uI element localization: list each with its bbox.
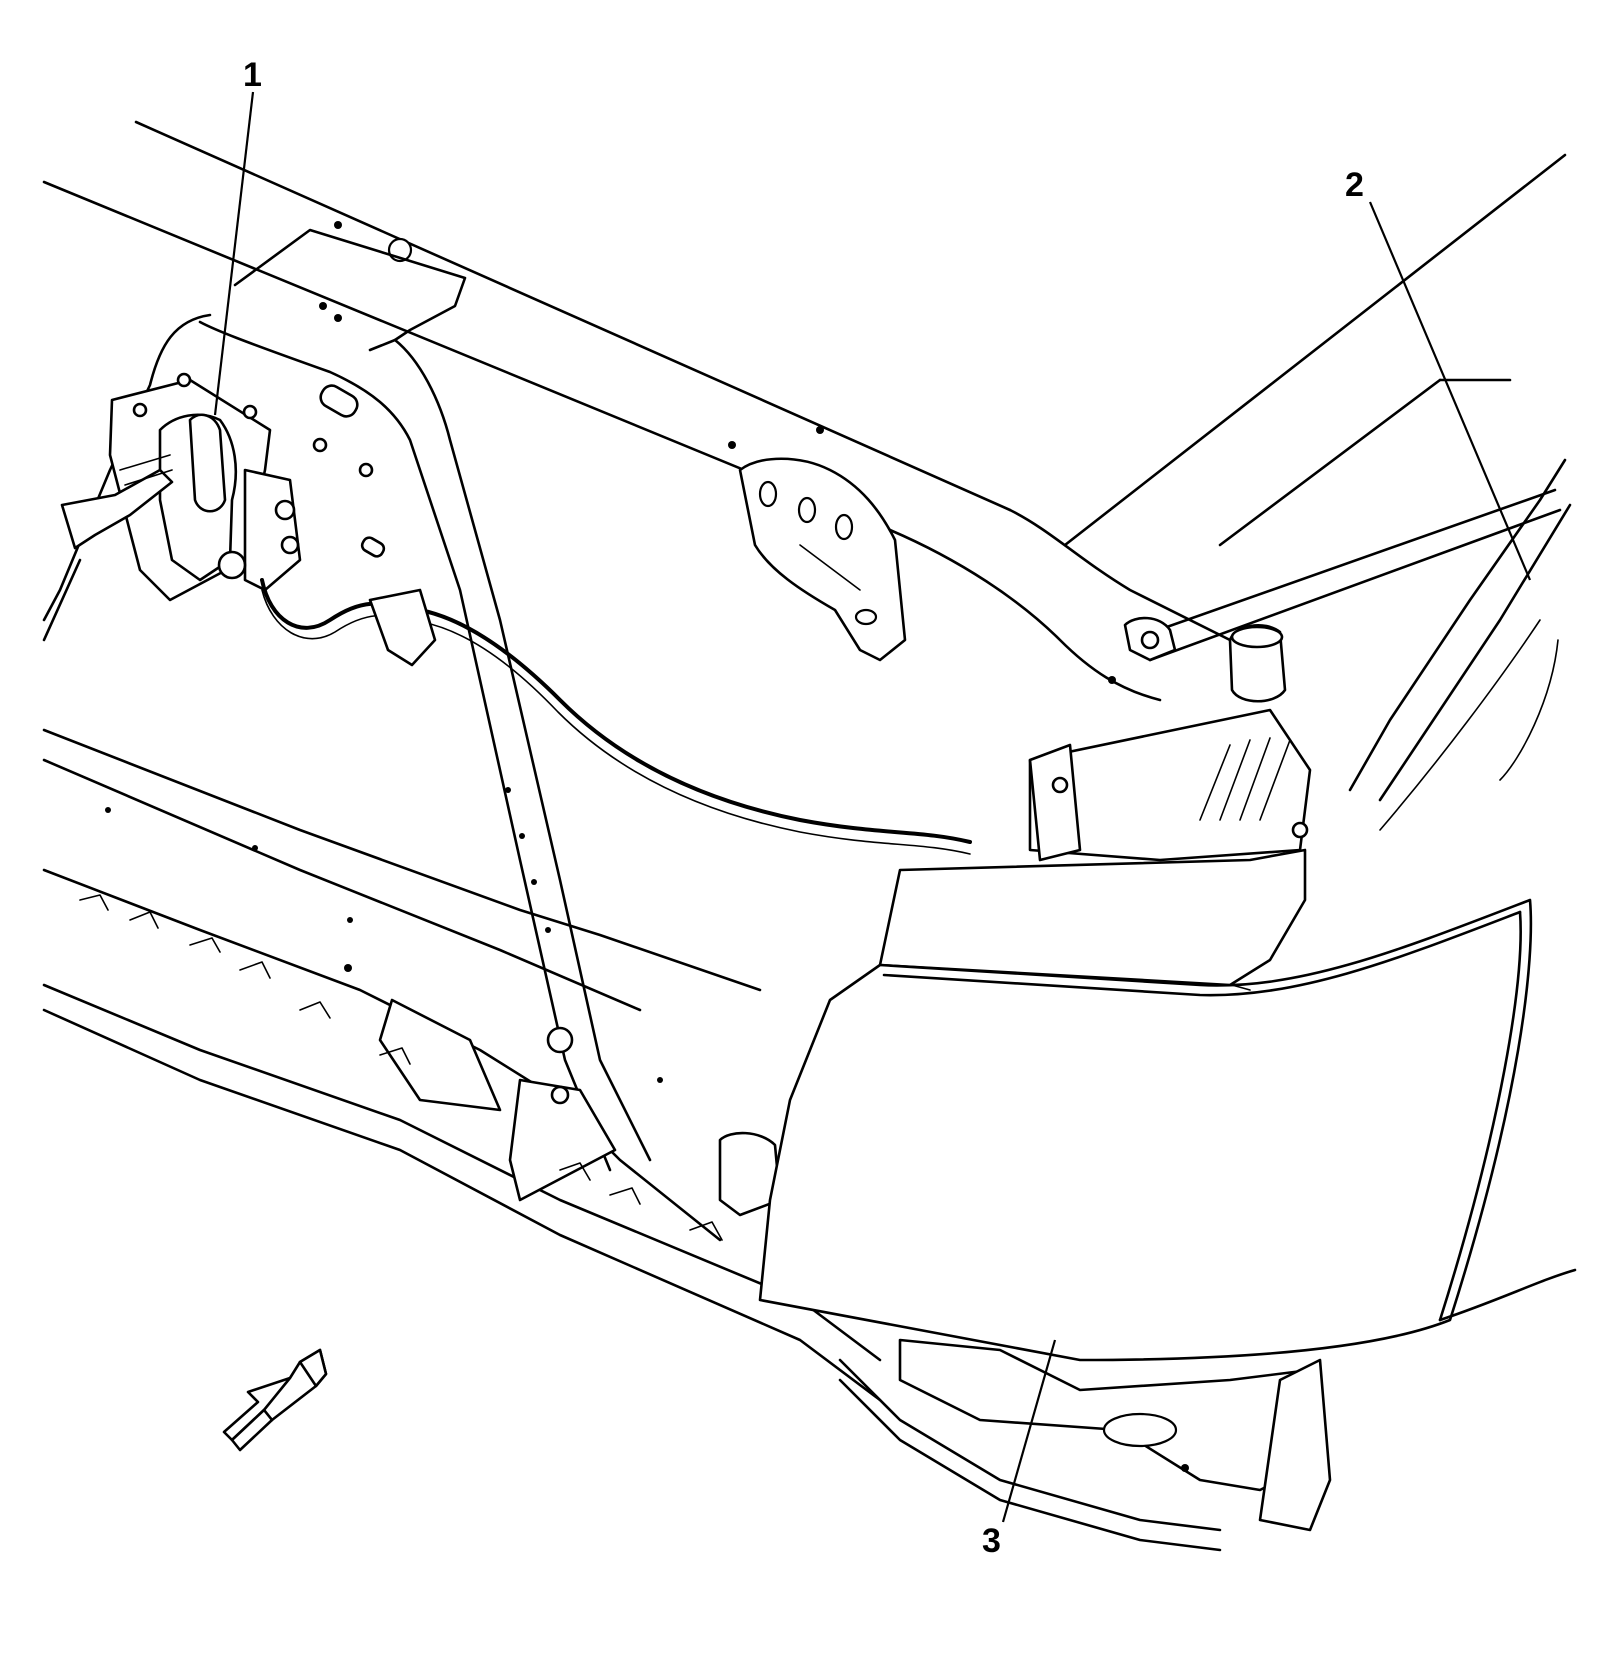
right-fender-edge bbox=[1348, 378, 1572, 831]
callout-3-leader bbox=[1001, 1339, 1057, 1523]
hood-support-rod bbox=[1123, 488, 1562, 703]
radiator-support-upper-tie-bar bbox=[42, 120, 1567, 702]
hood-latch-assembly bbox=[60, 372, 374, 602]
hood-release-cable bbox=[260, 578, 972, 855]
callout-1-leader bbox=[213, 91, 255, 416]
lower-radiator-support bbox=[42, 728, 882, 1402]
callout-2-leader bbox=[1368, 201, 1532, 581]
center-mounting-bracket bbox=[738, 457, 907, 662]
front-direction-arrow-icon bbox=[222, 1348, 328, 1452]
callout-3-label: 3 bbox=[982, 1522, 1001, 1560]
latch-support-bracket bbox=[42, 228, 652, 1172]
callout-1-label: 1 bbox=[243, 56, 262, 94]
headlamp-housing bbox=[758, 708, 1577, 1552]
callout-2-label: 2 bbox=[1345, 166, 1364, 204]
